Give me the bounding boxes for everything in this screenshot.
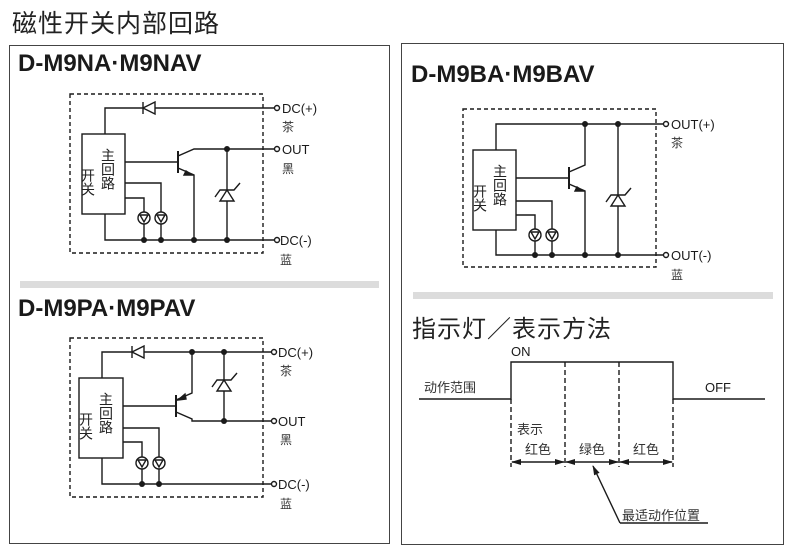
switch-waveform bbox=[419, 361, 765, 400]
zone-label-green: 绿色 bbox=[579, 442, 605, 458]
led-icon bbox=[154, 211, 168, 225]
npn-circuit bbox=[69, 93, 281, 254]
terminal-label: OUT(+) bbox=[671, 117, 715, 132]
block-label-left: 开关 bbox=[77, 412, 93, 440]
2wire-circuit bbox=[462, 108, 670, 268]
block-label-right: 主回路 bbox=[97, 392, 113, 434]
diode-icon bbox=[130, 344, 145, 360]
terminal-label: OUT bbox=[282, 142, 310, 157]
terminal-label: DC(+) bbox=[278, 345, 313, 360]
terminal-label: DC(+) bbox=[282, 101, 317, 116]
zener-diode-icon bbox=[605, 124, 632, 255]
junction-dots bbox=[532, 121, 621, 258]
led-icon bbox=[545, 228, 559, 242]
junction-dots bbox=[141, 146, 230, 243]
npn-model-title: D-M9NA·M9NAV bbox=[18, 50, 202, 77]
zone-label-red: 红色 bbox=[633, 442, 659, 458]
wire-color: 蓝 bbox=[671, 268, 683, 282]
wire-color: 茶 bbox=[282, 119, 294, 134]
led-icon bbox=[152, 456, 166, 470]
zener-diode-icon bbox=[211, 352, 238, 421]
left-panel bbox=[9, 45, 390, 544]
page-title: 磁性开关内部回路 bbox=[12, 9, 221, 38]
terminal-label: OUT bbox=[278, 414, 306, 429]
divider-bar-right bbox=[413, 292, 773, 299]
wire-color: 茶 bbox=[671, 135, 683, 150]
terminal-icon bbox=[662, 120, 670, 259]
block-label-right: 主回路 bbox=[491, 164, 507, 206]
range-label: 动作范围 bbox=[424, 381, 476, 396]
enclosure-dashed bbox=[69, 337, 264, 498]
led-icon bbox=[528, 228, 542, 242]
pnp-model-title: D-M9PA·M9PAV bbox=[18, 295, 196, 322]
2wire-model-title: D-M9BA·M9BAV bbox=[411, 61, 595, 88]
enclosure-dashed bbox=[462, 108, 657, 268]
npn-transistor-icon bbox=[568, 124, 586, 255]
wire-color: 蓝 bbox=[280, 253, 292, 267]
on-label: ON bbox=[511, 344, 531, 359]
wire-color: 黑 bbox=[280, 433, 292, 447]
led-icon bbox=[137, 211, 151, 225]
zone-label-red: 红色 bbox=[525, 442, 551, 458]
diode-icon bbox=[141, 100, 156, 116]
pnp-circuit bbox=[69, 337, 278, 498]
zener-diode-icon bbox=[214, 149, 241, 240]
wire-color: 黑 bbox=[282, 162, 294, 176]
block-label-left: 开关 bbox=[471, 184, 487, 212]
off-label: OFF bbox=[705, 380, 731, 395]
terminal-icon bbox=[270, 348, 278, 488]
wire-color: 茶 bbox=[280, 363, 292, 378]
main-circuit-block bbox=[78, 377, 124, 459]
pnp-transistor-icon bbox=[175, 352, 272, 422]
divider-bar bbox=[20, 281, 379, 288]
wire-color: 蓝 bbox=[280, 497, 292, 511]
optimal-position-label: 最适动作位置 bbox=[622, 509, 700, 524]
right-panel bbox=[401, 43, 784, 545]
display-label: 表示 bbox=[517, 423, 543, 438]
main-circuit-block bbox=[472, 149, 517, 231]
enclosure-dashed bbox=[69, 93, 264, 254]
npn-transistor-icon bbox=[177, 148, 275, 240]
terminal-label: OUT(-) bbox=[671, 248, 711, 263]
indicator-title: 指示灯／表示方法 bbox=[412, 315, 612, 343]
terminal-label: DC(-) bbox=[278, 477, 310, 492]
junction-dots bbox=[139, 349, 227, 487]
led-icon bbox=[135, 456, 149, 470]
block-label-left: 开关 bbox=[79, 168, 95, 196]
leader-line bbox=[592, 465, 621, 524]
terminal-label: DC(-) bbox=[280, 233, 312, 248]
main-circuit-block bbox=[81, 133, 126, 215]
terminal-icon bbox=[273, 104, 281, 244]
indicator-timing-diagram bbox=[419, 361, 765, 524]
block-label-right: 主回路 bbox=[99, 148, 115, 190]
